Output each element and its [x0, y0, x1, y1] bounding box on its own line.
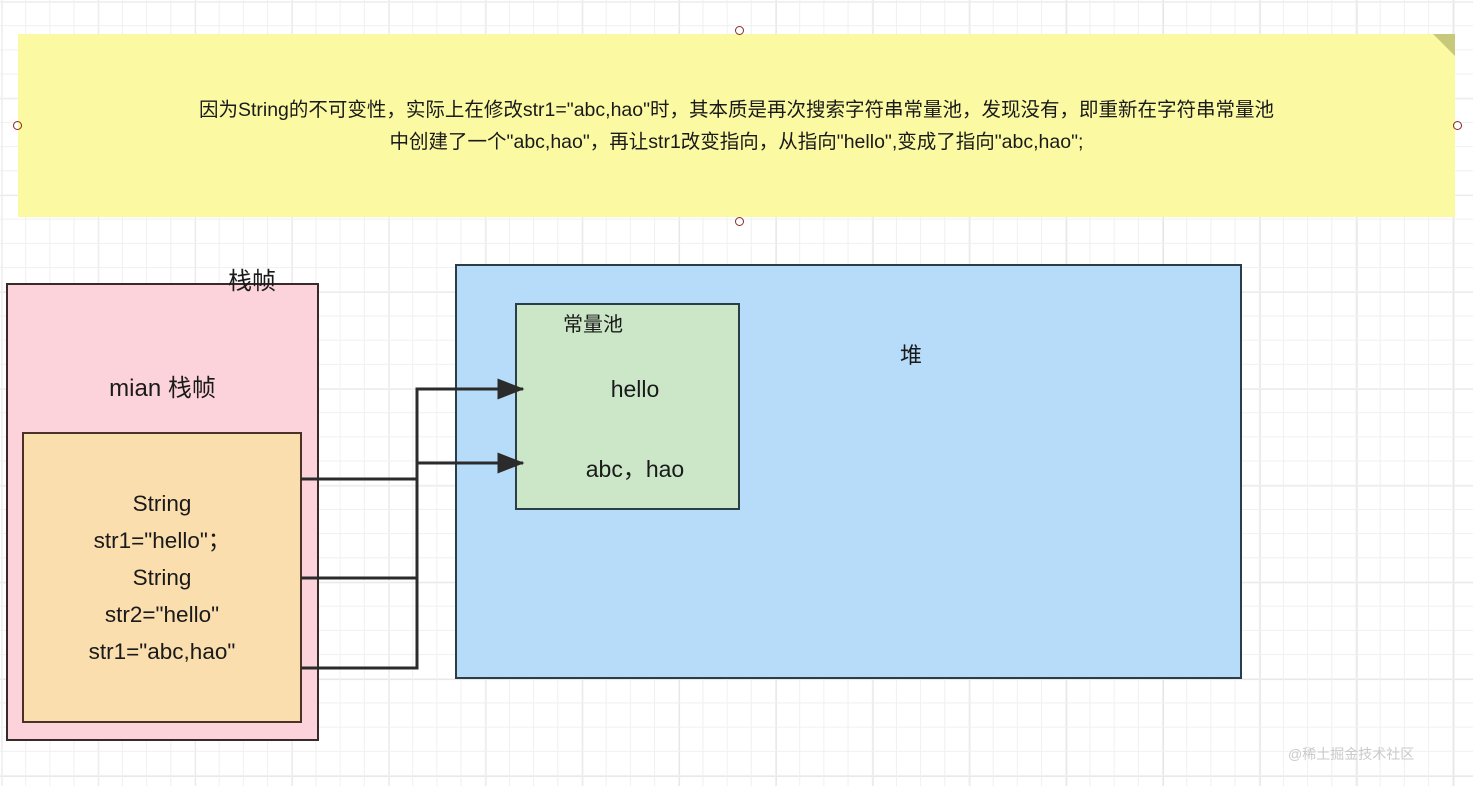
note-fold-corner-icon	[1433, 34, 1455, 56]
selection-handle-bottom[interactable]	[735, 217, 744, 226]
constant-pool-label: 常量池	[563, 314, 623, 336]
constant-pool-item: hello	[610, 376, 660, 402]
local-variables-text: String str1="hello"； String str2="hello"…	[88, 491, 236, 664]
watermark: @稀土掘金技术社区	[1288, 746, 1415, 762]
note-text: 因为String的不可变性，实际上在修改str1="abc,hao"时，其本质是…	[198, 98, 1275, 153]
constant-pool-box[interactable]	[515, 303, 740, 510]
heap-label: 堆	[900, 343, 923, 368]
main-frame-label: mian 栈帧	[109, 375, 216, 402]
sticky-note[interactable]: 因为String的不可变性，实际上在修改str1="abc,hao"时，其本质是…	[18, 34, 1455, 217]
local-variables-box[interactable]: String str1="hello"； String str2="hello"…	[22, 432, 302, 723]
selection-handle-top[interactable]	[735, 26, 744, 35]
selection-handle-right[interactable]	[1453, 121, 1462, 130]
selection-handle-left[interactable]	[13, 121, 22, 130]
stack-frame-label: 栈帧	[228, 268, 276, 295]
constant-pool-item: abc，hao	[585, 456, 685, 482]
